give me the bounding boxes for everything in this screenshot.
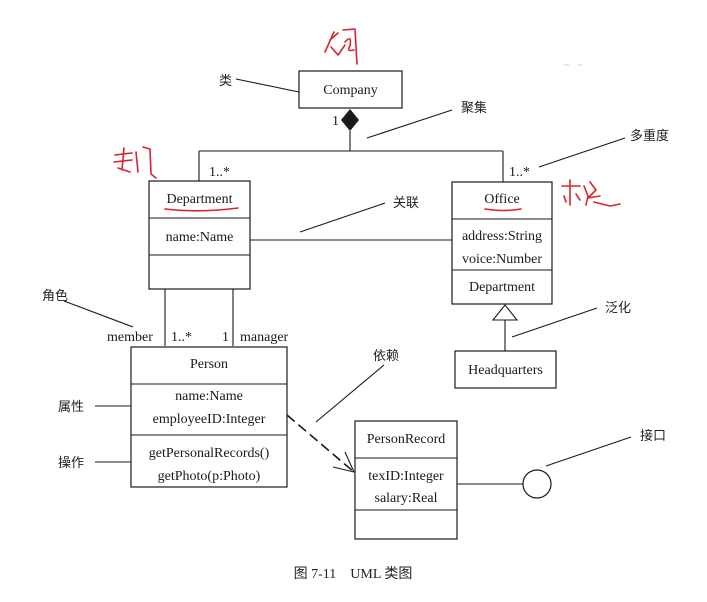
role-member: member xyxy=(107,330,153,345)
operation: Department xyxy=(469,280,535,295)
annotation-attribute: 属性 xyxy=(58,400,131,415)
annotation-interface: 接口 xyxy=(545,428,666,467)
annotation-generalization: 泛化 xyxy=(511,301,631,338)
svg-text:角色: 角色 xyxy=(42,288,68,304)
multiplicity-office: 1..* xyxy=(509,165,530,180)
figure-caption: 图 7-11 UML 类图 xyxy=(294,566,413,582)
svg-text:操作: 操作 xyxy=(58,455,84,471)
handwritten-underline xyxy=(484,208,522,212)
svg-text:依赖: 依赖 xyxy=(373,349,399,364)
class-person-record[interactable]: PersonRecord texID:Integer salary:Real xyxy=(354,420,458,540)
class-name: Office xyxy=(484,192,520,207)
class-office[interactable]: Office address:String voice:Number Depar… xyxy=(451,181,553,305)
attribute: employeeID:Integer xyxy=(153,412,266,427)
class-name: PersonRecord xyxy=(367,432,446,447)
multiplicity-company: 1 xyxy=(332,114,339,129)
dependency-arrow-icon xyxy=(332,451,355,473)
attribute: name:Name xyxy=(175,389,243,404)
interface-lollipop xyxy=(457,469,552,499)
annotation-multiplicity: 多重度 xyxy=(538,128,669,168)
handwritten-note-company xyxy=(324,28,358,65)
attribute: texID:Integer xyxy=(368,469,444,484)
class-name: Department xyxy=(166,192,232,207)
svg-text:多重度: 多重度 xyxy=(630,128,669,144)
annotation-role: 角色 xyxy=(42,288,134,328)
generalization-arrow-icon xyxy=(491,304,519,321)
operation: getPersonalRecords() xyxy=(149,446,270,461)
class-person[interactable]: Person name:Name employeeID:Integer getP… xyxy=(130,346,288,488)
attribute: address:String xyxy=(462,229,542,244)
svg-text:类: 类 xyxy=(219,74,232,89)
svg-text:关联: 关联 xyxy=(393,196,419,211)
multiplicity-department: 1..* xyxy=(209,165,230,180)
role-manager: manager xyxy=(240,330,289,345)
class-company[interactable]: Company xyxy=(298,70,403,109)
class-name: Person xyxy=(190,357,228,372)
attribute: voice:Number xyxy=(462,252,542,267)
handwritten-note-office xyxy=(561,179,621,207)
svg-text:接口: 接口 xyxy=(640,428,666,444)
composition-relationship xyxy=(198,109,504,182)
annotation-aggregation: 聚集 xyxy=(366,100,487,139)
annotation-operation: 操作 xyxy=(58,455,131,471)
attribute: salary:Real xyxy=(375,491,438,506)
svg-text:聚集: 聚集 xyxy=(461,100,487,116)
class-name: Company xyxy=(323,83,377,98)
annotation-class: 类 xyxy=(219,74,300,93)
annotation-association: 关联 xyxy=(299,196,419,233)
interface-circle-icon xyxy=(522,469,552,499)
class-department[interactable]: Department name:Name xyxy=(148,180,251,290)
composition-diamond-icon xyxy=(341,109,359,131)
multiplicity-manager: 1 xyxy=(222,330,229,345)
attribute: name:Name xyxy=(166,230,234,245)
class-name: Headquarters xyxy=(468,363,543,378)
generalization-relationship xyxy=(491,304,519,351)
annotation-dependency: 依赖 xyxy=(315,349,399,423)
handwritten-underline xyxy=(164,207,239,212)
multiplicity-member: 1..* xyxy=(171,330,192,345)
svg-text:泛化: 泛化 xyxy=(605,301,631,316)
operation: getPhoto(p:Photo) xyxy=(158,469,261,484)
handwritten-note-department xyxy=(113,146,157,179)
class-headquarters[interactable]: Headquarters xyxy=(454,350,557,389)
svg-text:属性: 属性 xyxy=(58,400,84,415)
dependency-relationship xyxy=(286,414,355,473)
